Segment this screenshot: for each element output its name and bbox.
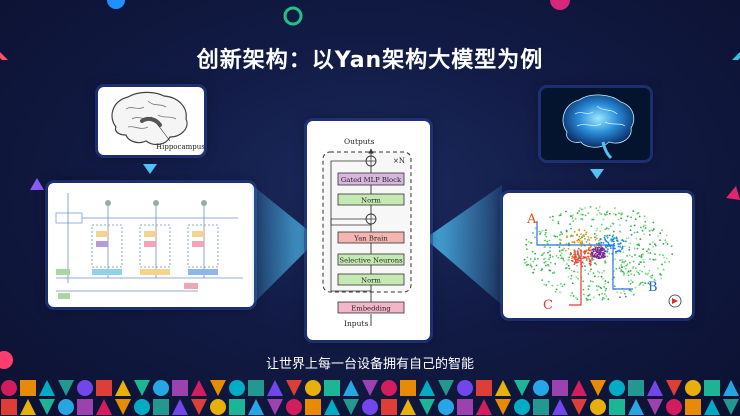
norm-top-block [337,193,405,206]
scatter-label-b: B [648,280,658,295]
glowing-brain-card-arrow [590,169,604,179]
decor-blue-dot [107,0,125,9]
slide-subtitle: 让世界上每一台设备拥有自己的智能 [265,357,474,372]
inputs-label: Inputs [344,319,368,328]
circuit-diagram-card [48,183,254,307]
scatter-label-a: A [526,212,537,227]
brain-card-arrow [143,164,157,174]
decor-left-chevron [0,52,8,60]
outputs-label: Outputs [344,137,375,146]
decor-pink-dot [0,351,13,369]
repeat-label: ×N [393,157,405,165]
decor-pattern-band [1,380,739,415]
yan-architecture-card: Outputs ×N Gated MLP Block Norm Yan Brai… [307,121,430,340]
selective-neurons-block [337,253,405,266]
norm-bottom-label: Norm [361,277,381,285]
norm-top-label: Norm [361,197,381,205]
decor-right-chevron [732,52,740,60]
yan-architecture-diagram: Outputs ×N Gated MLP Block Norm Yan Brai… [322,137,412,328]
beam-left [252,185,314,305]
scatter-plot: A B C [523,206,682,313]
decor-purple-triangle [30,178,44,190]
embedding-label: Embedding [351,305,391,313]
decor-green-ring [283,6,303,26]
decor-magenta-dot [550,0,570,10]
decor-side [0,178,740,369]
beam-right [430,185,502,305]
decor-magenta-triangle [726,186,740,200]
scatter-plot-card: A B C [503,193,692,318]
norm-bottom-block [337,273,405,286]
decor-top [0,0,740,60]
scatter-logo [668,294,682,308]
circuit-diagram [55,193,243,299]
selective-neurons-label: Selective Neurons [339,257,403,265]
scatter-points [523,206,674,302]
embedding-block [337,301,405,314]
glowing-brain-card [541,88,650,160]
brain-sketch-illustration: Hippocampus [111,91,204,151]
yan-brain-label: Yan Brain [353,235,388,243]
glowing-brain-illustration [541,88,650,160]
slide-title: 创新架构：以Yan架构大模型为例 [196,48,544,73]
scatter-label-c: C [543,298,553,313]
gated-mlp-block [337,172,405,186]
gated-mlp-label: Gated MLP Block [341,176,402,184]
yan-brain-block [337,231,405,244]
brain-sketch-card: Hippocampus [98,87,204,155]
hippocampus-label: Hippocampus [156,143,204,151]
